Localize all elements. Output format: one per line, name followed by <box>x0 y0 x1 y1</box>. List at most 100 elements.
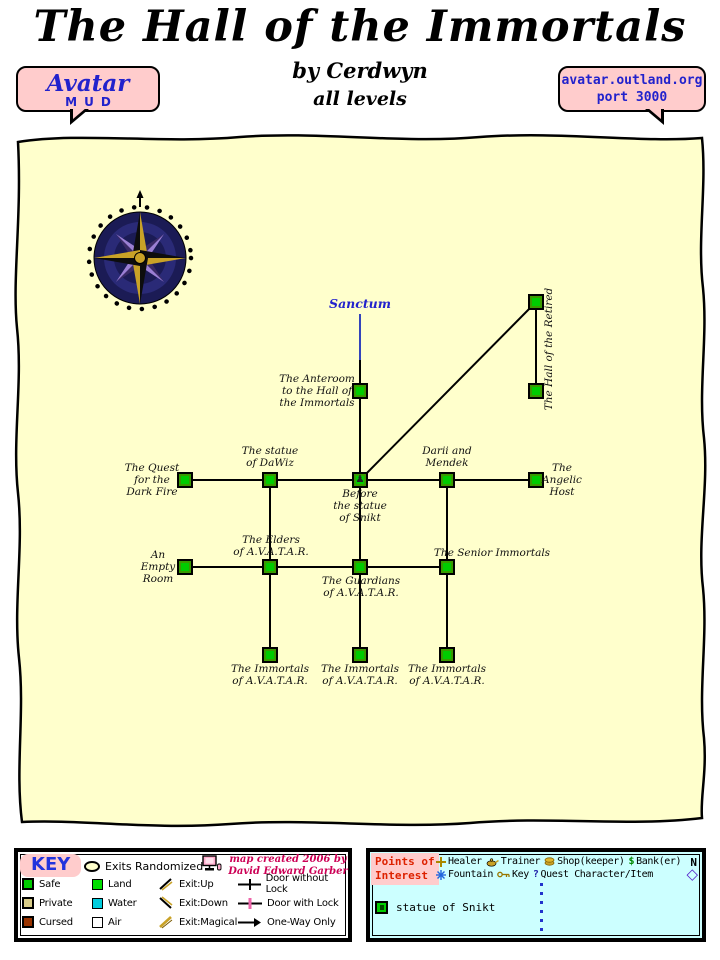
key-label-exit-up: Exit:Up <box>179 878 214 890</box>
diamond-icon: ◇ <box>686 865 698 883</box>
map-area: ♟ Sanctum The Anteroom to the Hall of th… <box>10 128 710 830</box>
exits-randomized-item: Exits Randomized <box>84 860 203 873</box>
poi-label-snikt: statue of Snikt <box>396 901 496 914</box>
land-terrain-icon <box>92 878 103 890</box>
poi-row-1: Healer Trainer Shop(keeper) $ Bank( <box>436 856 682 867</box>
label-senior-immortals: The Senior Immortals <box>433 546 551 559</box>
key-label-door-without-lock: Door without Lock <box>265 873 329 895</box>
snikt-statue-icon: ♟ <box>355 474 365 485</box>
label-empty-room: An Empty Room <box>140 548 176 586</box>
door-with-lock-icon <box>238 897 262 909</box>
poi-item-trainer: Trainer <box>486 856 540 867</box>
poi-row-2: Fountain Key ? Quest Character/Item <box>436 869 653 880</box>
computer-icon <box>202 855 222 871</box>
poi-label-shop: Shop(keeper) <box>557 856 625 867</box>
label-statue-of-dawiz: The statue of DaWiz <box>241 444 299 469</box>
one-way-arrow-icon <box>238 917 261 927</box>
snikt-room-icon <box>375 901 388 914</box>
exit-magical-icon <box>159 916 173 929</box>
room-immortals-center <box>352 647 368 663</box>
key-item-land: Land <box>92 877 132 891</box>
poi-title: Points of Interest <box>371 853 439 885</box>
room-angelic-host <box>528 472 544 488</box>
fountain-icon <box>436 869 446 880</box>
room-anteroom <box>352 383 368 399</box>
label-immortals-west: The Immortals of A.V.A.T.A.R. <box>231 662 309 687</box>
poi-item-quest: ? Quest Character/Item <box>533 869 653 880</box>
key-item-cursed: Cursed <box>22 915 73 929</box>
key-item-one-way: One-Way Only <box>238 915 336 929</box>
label-anteroom: The Anteroom to the Hall of the Immortal… <box>279 372 355 410</box>
room-immortals-east <box>439 647 455 663</box>
badge-avatar-text: Avatar <box>46 70 130 97</box>
room-elders <box>262 559 278 575</box>
room-quest-for-the-dark-fire <box>177 472 193 488</box>
exits-randomized-label: Exits Randomized <box>105 860 204 873</box>
server-port-text: port 3000 <box>596 90 668 105</box>
poi-label-trainer: Trainer <box>500 856 541 867</box>
key-label-safe: Safe <box>39 878 61 890</box>
banker-dollar-icon: $ <box>628 856 635 867</box>
water-terrain-icon <box>92 897 103 909</box>
poi-label-bank: Bank(er) <box>636 856 682 867</box>
label-quest-dark-fire: The Quest for the Dark Fire <box>124 461 180 499</box>
poi-label-n: N <box>690 856 697 869</box>
label-before-snikt: Before the statue of Snikt <box>333 487 387 525</box>
key-icon <box>497 871 510 878</box>
shopkeeper-coins-icon <box>544 857 555 866</box>
poi-item-statue-of-snikt: statue of Snikt <box>375 901 495 914</box>
key-title: KEY <box>20 854 82 877</box>
key-item-door-with-lock: Door with Lock <box>238 896 339 910</box>
key-item-water: Water <box>92 896 137 910</box>
room-immortals-west <box>262 647 278 663</box>
author-line: by Cerdwyn <box>292 58 428 83</box>
key-label-water: Water <box>108 897 137 909</box>
trainer-lamp-icon <box>486 857 499 867</box>
label-sanctum: Sanctum <box>329 295 391 311</box>
key-label-cursed: Cursed <box>39 916 73 928</box>
room-hall-of-the-retired-south <box>528 383 544 399</box>
room-empty-room <box>177 559 193 575</box>
poi-label-quest: Quest Character/Item <box>540 869 653 880</box>
key-label-one-way: One-Way Only <box>267 916 336 928</box>
key-label-land: Land <box>108 878 132 890</box>
poi-label-healer: Healer <box>448 856 482 867</box>
key-label-air: Air <box>108 916 122 928</box>
compass-rose-icon <box>86 190 194 312</box>
key-item-safe: Safe <box>22 877 61 891</box>
room-senior-immortals <box>439 559 455 575</box>
snikt-dot-icon <box>379 905 384 910</box>
key-item-exit-up: Exit:Up <box>158 877 214 891</box>
levels-line: all levels <box>313 88 407 110</box>
poi-label-fountain: Fountain <box>448 869 493 880</box>
poi-item-bank: $ Bank(er) <box>629 856 682 867</box>
points-of-interest-panel: Points of Interest Healer Trainer <box>366 848 706 942</box>
safe-room-icon <box>22 878 34 890</box>
exit-up-icon <box>159 878 173 891</box>
room-before-statue-of-snikt: ♟ <box>352 472 368 488</box>
label-elders: The Elders of A.V.A.T.A.R. <box>233 533 309 558</box>
key-label-door-with-lock: Door with Lock <box>267 897 339 909</box>
key-panel: KEY Exits Randomized map created 2006 by… <box>14 848 352 942</box>
label-darii-and-mendek: Darii and Mendek <box>422 444 472 469</box>
label-immortals-center: The Immortals of A.V.A.T.A.R. <box>321 662 399 687</box>
cursed-room-icon <box>22 916 34 928</box>
key-label-exit-magical: Exit:Magical <box>179 916 238 928</box>
exit-down-icon <box>159 896 173 909</box>
key-item-exit-magical: Exit:Magical <box>158 915 237 929</box>
key-item-door-without-lock: Door without Lock <box>238 873 348 895</box>
air-terrain-icon <box>92 916 103 928</box>
private-room-icon <box>22 897 34 909</box>
server-address-badge: avatar.outland.org port 3000 <box>558 66 706 125</box>
badge-mud-text: MUD <box>65 95 118 109</box>
poi-item-healer: Healer <box>436 856 482 867</box>
label-immortals-east: The Immortals of A.V.A.T.A.R. <box>408 662 486 687</box>
label-angelic-host: The Angelic Host <box>542 461 582 499</box>
healer-cross-icon <box>436 856 446 867</box>
poi-label-key: Key <box>511 869 529 880</box>
room-darii-and-mendek <box>439 472 455 488</box>
map-credit: map created 2006 by David Edward Garber <box>228 854 348 877</box>
exits-randomized-icon <box>84 861 100 872</box>
key-item-private: Private <box>22 896 73 910</box>
